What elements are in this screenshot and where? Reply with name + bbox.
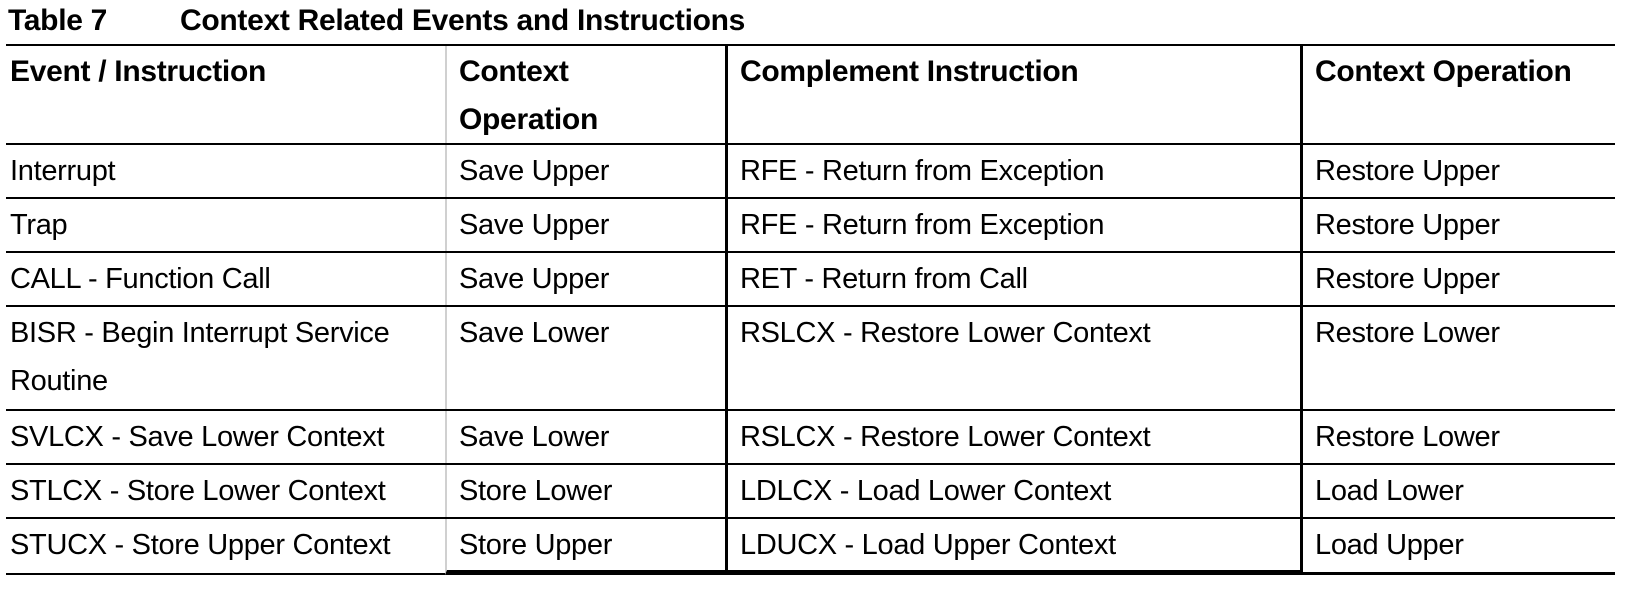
table-caption-number: Table 7 [8,4,108,37]
table-row-stlcx: STLCX - Store Lower Context Store Lower … [6,463,1615,517]
table-row-bisr: BISR - Begin Interrupt Service Routine S… [6,305,1615,409]
cell-context-op-2: Restore Lower [1300,307,1615,409]
context-events-table: Event / Instruction Context Operation Co… [6,44,1615,575]
cell-context-op-2: Load Upper [1300,519,1615,575]
cell-context-op: Save Lower [445,307,725,409]
cell-context-op-2: Restore Upper [1300,253,1615,305]
cell-event: STLCX - Store Lower Context [10,475,386,507]
cell-context-op: Save Upper [445,199,725,251]
table-row-call: CALL - Function Call Save Upper RET - Re… [6,251,1615,305]
cell-event: BISR - Begin Interrupt Service Routine [10,317,390,397]
cell-complement: RSLCX - Restore Lower Context [725,411,1300,463]
cell-context-op: Save Lower [445,411,725,463]
table-caption: Table 7 Context Related Events and Instr… [0,0,1637,44]
table-caption-title: Context Related Events and Instructions [180,4,746,37]
table-row-stucx: STUCX - Store Upper Context Store Upper … [6,517,1615,575]
cell-context-op: Save Upper [445,253,725,305]
table-row-interrupt: Interrupt Save Upper RFE - Return from E… [6,143,1615,197]
table-header-row: Event / Instruction Context Operation Co… [6,44,1615,143]
cell-event: STUCX - Store Upper Context [6,519,445,575]
cell-event: Trap [10,209,68,241]
header-event-instruction: Event / Instruction [10,55,266,88]
cell-context-op-2: Restore Lower [1300,411,1615,463]
cell-event: CALL - Function Call [10,263,271,295]
header-context-operation-1: Context Operation [445,46,725,143]
cell-context-op-2: Load Lower [1300,465,1615,517]
table-row-svlcx: SVLCX - Save Lower Context Save Lower RS… [6,409,1615,463]
cell-complement: RET - Return from Call [725,253,1300,305]
table-row-trap: Trap Save Upper RFE - Return from Except… [6,197,1615,251]
cell-event: Interrupt [10,155,116,187]
cell-context-op-2: Restore Upper [1300,145,1615,197]
cell-context-op: Store Lower [445,465,725,517]
cell-complement: LDLCX - Load Lower Context [725,465,1300,517]
cell-complement: LDUCX - Load Upper Context [725,519,1300,575]
header-complement-instruction: Complement Instruction [725,46,1300,143]
cell-context-op: Store Upper [445,519,725,575]
cell-complement: RFE - Return from Exception [725,199,1300,251]
header-context-operation-2: Context Operation [1300,46,1615,143]
cell-event: SVLCX - Save Lower Context [10,421,385,453]
cell-complement: RSLCX - Restore Lower Context [725,307,1300,409]
cell-context-op-2: Restore Upper [1300,199,1615,251]
cell-complement: RFE - Return from Exception [725,145,1300,197]
cell-context-op: Save Upper [445,145,725,197]
